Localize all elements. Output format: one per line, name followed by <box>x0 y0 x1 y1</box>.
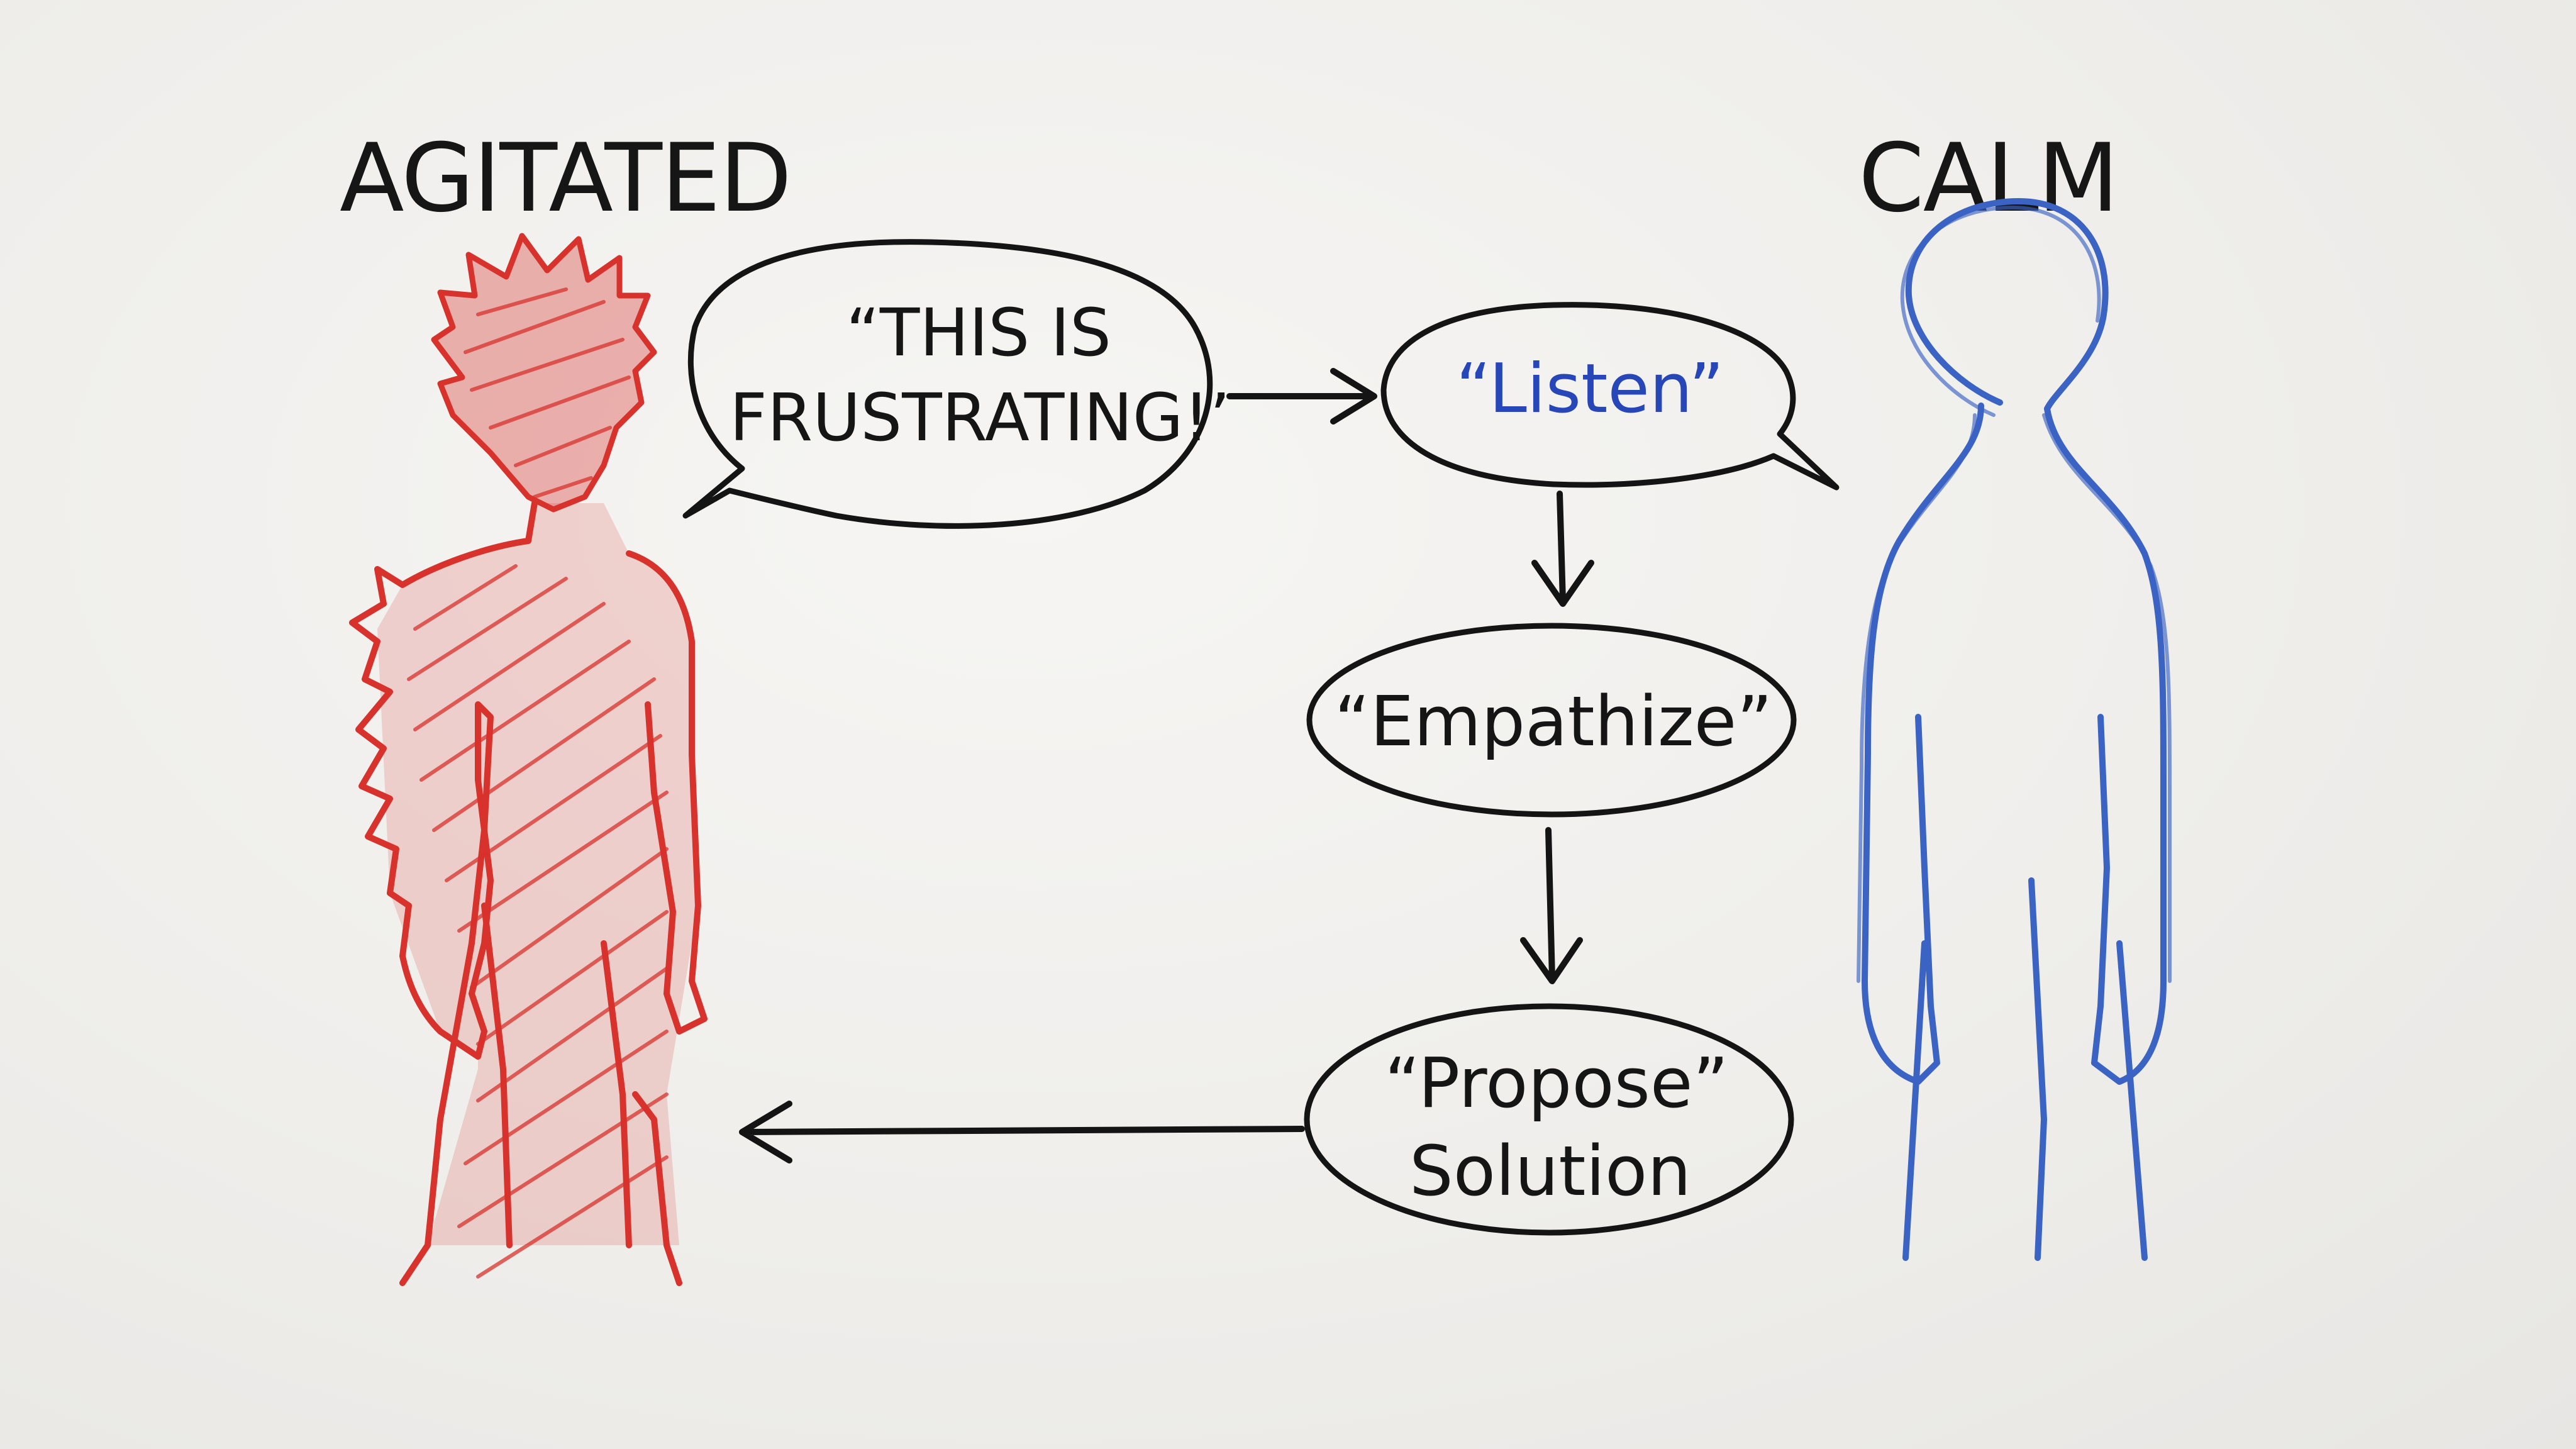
agitated-figure-body-fill <box>377 503 698 1245</box>
listen-bubble-outline <box>1380 302 1840 491</box>
propose-text-line-2: Solution <box>1409 1131 1691 1211</box>
agitated-figure-head-scribble <box>464 287 631 499</box>
frustration-text-line-2: FRUSTRATING!’ <box>730 379 1230 456</box>
calm-figure <box>1857 198 2172 1261</box>
arrow-to-empathize <box>1531 491 1594 607</box>
listen-speech-bubble: “Listen” <box>1380 302 1840 491</box>
arrow-to-propose <box>1520 827 1583 984</box>
frustration-text-line-1: “THIS IS <box>846 294 1111 371</box>
frustration-bubble-outline <box>682 239 1213 529</box>
empathize-node: “Empathize” <box>1306 623 1797 818</box>
listen-text: “Listen” <box>1456 350 1724 428</box>
propose-text-line-1: “Propose” <box>1384 1043 1728 1123</box>
empathize-ellipse <box>1306 623 1797 818</box>
calm-figure-outline-second-stroke <box>1857 205 2172 983</box>
arrow-back-to-agitated <box>739 1101 1305 1163</box>
calm-figure-outline <box>1862 198 2167 1261</box>
propose-solution-node: “Propose” Solution <box>1304 1003 1794 1236</box>
propose-solution-ellipse <box>1304 1003 1794 1236</box>
empathize-text: “Empathize” <box>1335 681 1773 762</box>
calm-label: CALM <box>1858 124 2118 233</box>
agitated-figure-body <box>349 500 708 1286</box>
arrow-to-listen <box>1226 368 1377 425</box>
agitated-label: AGITATED <box>340 124 791 233</box>
agitated-figure <box>349 233 708 1286</box>
frustration-speech-bubble: “THIS IS FRUSTRATING!’ <box>682 239 1230 529</box>
agitated-figure-head <box>431 233 657 513</box>
agitated-figure-body-scribble <box>407 564 669 1279</box>
